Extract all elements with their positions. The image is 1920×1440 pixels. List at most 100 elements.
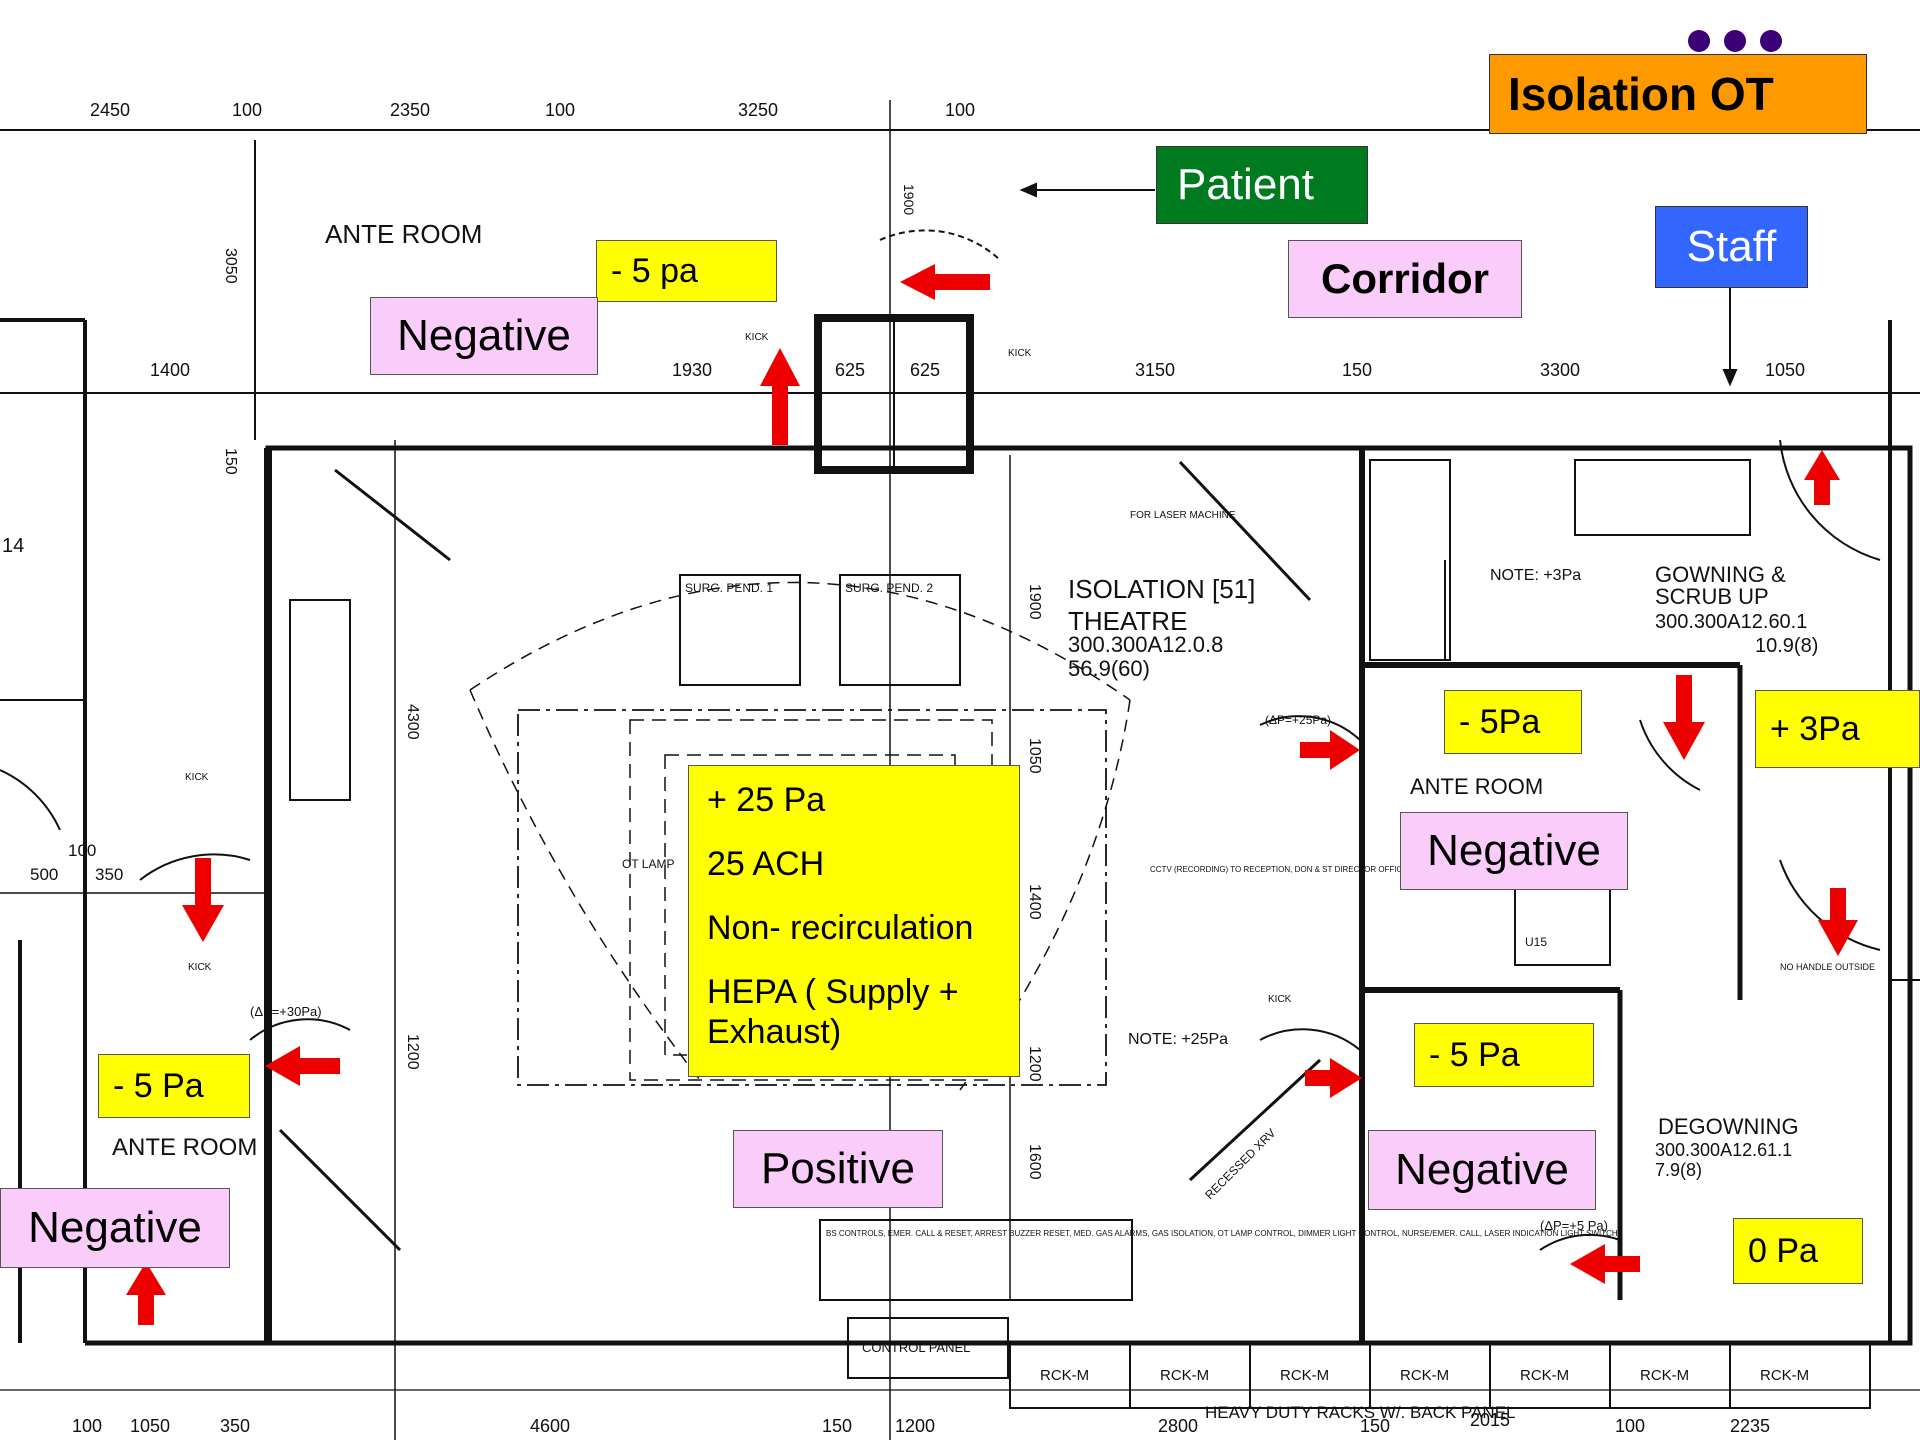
plan-isolation-label: ISOLATION [51] <box>1068 574 1255 604</box>
dot-3 <box>1760 30 1782 52</box>
plan-no-handle: NO HANDLE OUTSIDE <box>1780 962 1875 972</box>
airflow-arrow-gown-down <box>1663 675 1705 760</box>
plan-rck-7: RCK-M <box>1760 1367 1809 1384</box>
plan-kick-5: KICK <box>1268 994 1292 1005</box>
plan-theatre-label: THEATRE <box>1068 606 1187 636</box>
plan-theatre-area: 56.9(60) <box>1068 656 1150 681</box>
dim-mid-4: 625 <box>910 360 940 380</box>
dim-bottom-2: 1050 <box>130 1416 170 1436</box>
staff-pointer-head <box>1722 369 1738 387</box>
plan-dp-30: (ΔP=+30Pa) <box>250 1004 322 1019</box>
patient-callout: Patient <box>1156 146 1368 224</box>
dim-mid-3: 625 <box>835 360 865 380</box>
airflow-arrow-top-up <box>760 348 800 445</box>
plan-ante-room-top: ANTE ROOM <box>325 219 482 249</box>
corridor-label: Corridor <box>1288 240 1522 318</box>
dim-bottom-7: 2800 <box>1158 1416 1198 1436</box>
plan-dim-1600: 1600 <box>1026 1144 1043 1180</box>
plan-theatre-code: 300.300A12.0.8 <box>1068 632 1223 657</box>
plan-note-25: NOTE: +25Pa <box>1128 1031 1228 1048</box>
dim-top-2: 100 <box>232 100 262 120</box>
plan-dim-1900: 1900 <box>1026 584 1043 620</box>
plan-rck-6: RCK-M <box>1640 1367 1689 1384</box>
title-dots <box>1688 30 1782 52</box>
plan-rck-5: RCK-M <box>1520 1367 1569 1384</box>
plan-ot-lamp: OT LAMP <box>622 857 674 871</box>
pressure-gown: + 3Pa <box>1755 690 1920 768</box>
plan-note-3: NOTE: +3Pa <box>1490 567 1581 584</box>
plan-dim-1050: 1050 <box>1026 738 1043 774</box>
pressure-degown-ante: - 5 Pa <box>1414 1023 1594 1087</box>
plan-dim-1400: 1400 <box>1026 884 1043 920</box>
plan-dp-25: (ΔP=+25Pa) <box>1265 713 1331 727</box>
dim-mid-5: 3150 <box>1135 360 1175 380</box>
plan-kick-2: KICK <box>1008 348 1032 359</box>
plan-surg-1: SURG. PEND. 1 <box>685 581 773 595</box>
plan-kick-1: KICK <box>745 332 769 343</box>
plan-rck-2: RCK-M <box>1160 1367 1209 1384</box>
dim-mid-8: 1050 <box>1765 360 1805 380</box>
theatre-pressure: + 25 Pa <box>707 781 826 819</box>
dim-bottom-1: 100 <box>72 1416 102 1436</box>
airflow-arrow-left-down <box>182 858 224 942</box>
pressure-ante-right: - 5Pa <box>1444 690 1582 754</box>
page-title: Isolation OT <box>1489 54 1867 134</box>
plan-for-laser: FOR LASER MACHINE <box>1130 510 1236 521</box>
airflow-arrow-left-ante <box>265 1046 340 1086</box>
theatre-hepa: HEPA ( Supply + Exhaust) <box>707 973 959 1051</box>
airflow-arrow-ante-right <box>1300 730 1360 770</box>
dim-bottom-4: 4600 <box>530 1416 570 1436</box>
plan-room-14: 14 <box>2 535 24 557</box>
airflow-arrow-degown-down <box>1818 888 1858 956</box>
plan-dim-150: 150 <box>222 448 239 475</box>
zone-ante-right: Negative <box>1400 812 1628 890</box>
plan-degowning-area: 7.9(8) <box>1655 1160 1702 1180</box>
zone-theatre: Positive <box>733 1130 943 1208</box>
plan-recessed: RECESSED XRV <box>1202 1126 1278 1202</box>
dim-bottom-8: 150 <box>1360 1416 1390 1436</box>
dim-mid-7: 3300 <box>1540 360 1580 380</box>
plan-dim-1900-top: 1900 <box>901 184 917 215</box>
dim-bottom-9: 2015 <box>1470 1410 1510 1430</box>
dim-top-6: 100 <box>945 100 975 120</box>
staff-callout: Staff <box>1655 206 1808 288</box>
plan-dim-3050: 3050 <box>222 248 239 284</box>
dot-2 <box>1724 30 1746 52</box>
plan-rck-1: RCK-M <box>1040 1367 1089 1384</box>
airflow-arrow-degown-ante <box>1305 1058 1362 1098</box>
zone-degown-ante: Negative <box>1368 1130 1596 1210</box>
plan-dim-350: 350 <box>95 865 123 884</box>
airflow-arrow-degown <box>1570 1244 1640 1284</box>
plan-kick-4: KICK <box>188 962 212 973</box>
plan-rck-3: RCK-M <box>1280 1367 1329 1384</box>
dim-mid-6: 150 <box>1342 360 1372 380</box>
plan-kick-3: KICK <box>185 772 209 783</box>
plan-control-panel: CONTROL PANEL <box>862 1340 970 1355</box>
pressure-degown: 0 Pa <box>1733 1218 1863 1284</box>
theatre-ach: 25 ACH <box>707 845 825 883</box>
plan-scrub-up: SCRUB UP <box>1655 584 1769 609</box>
plan-gowning: GOWNING & <box>1655 562 1786 587</box>
plan-ante-room-left-1: ANTE ROOM <box>112 1134 257 1161</box>
plan-bs-controls: BS CONTROLS, EMER. CALL & RESET, ARREST … <box>826 1229 1618 1238</box>
plan-rck-4: RCK-M <box>1400 1367 1449 1384</box>
theatre-spec-box: + 25 Pa 25 ACH Non- recirculation HEPA (… <box>688 765 1020 1077</box>
dim-top-4: 100 <box>545 100 575 120</box>
dim-bottom-6: 1200 <box>895 1416 935 1436</box>
plan-dim-1200-left: 1200 <box>404 1034 421 1070</box>
plan-dim-4300: 4300 <box>404 704 421 740</box>
dim-mid-1: 1400 <box>150 360 190 380</box>
plan-dim-1200: 1200 <box>1026 1046 1043 1082</box>
plan-degowning-code: 300.300A12.61.1 <box>1655 1140 1792 1160</box>
zone-ante-left: Negative <box>0 1188 230 1268</box>
plan-cctv: CCTV (RECORDING) TO RECEPTION, DON & ST … <box>1150 865 1408 874</box>
plan-racks-label: HEAVY DUTY RACKS W/. BACK PANEL <box>1205 1403 1516 1422</box>
plan-degowning: DEGOWNING <box>1658 1114 1799 1139</box>
dim-top-1: 2450 <box>90 100 130 120</box>
airflow-arrow-gown-up <box>1804 450 1840 505</box>
plan-ante-room-right: ANTE ROOM <box>1410 774 1543 799</box>
pressure-ante-left: - 5 Pa <box>98 1054 250 1118</box>
dim-top-5: 3250 <box>738 100 778 120</box>
plan-dp-5: (ΔP=+5 Pa) <box>1540 1218 1608 1233</box>
